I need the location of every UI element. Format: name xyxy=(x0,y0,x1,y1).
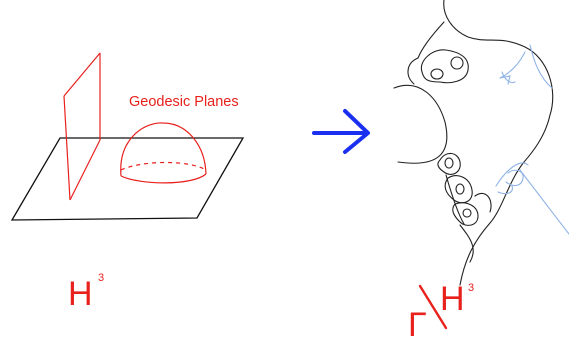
quotient-manifold-sketch xyxy=(393,0,554,286)
geodesic-planes-label: Geodesic Planes xyxy=(129,94,239,110)
right-arrow-icon xyxy=(312,109,370,154)
cusp-regions xyxy=(495,44,569,235)
hemisphere-geodesic-plane xyxy=(120,122,207,184)
h3-right-label: H xyxy=(440,280,465,318)
h3-left-label: H xyxy=(68,275,93,313)
quotient-slash xyxy=(418,284,448,330)
h3-right-exponent: 3 xyxy=(468,282,474,294)
vertical-geodesic-plane xyxy=(63,52,101,201)
gamma-symbol: Γ xyxy=(408,306,427,344)
boundary-plane xyxy=(10,137,245,221)
h3-left-exponent: 3 xyxy=(98,272,104,284)
